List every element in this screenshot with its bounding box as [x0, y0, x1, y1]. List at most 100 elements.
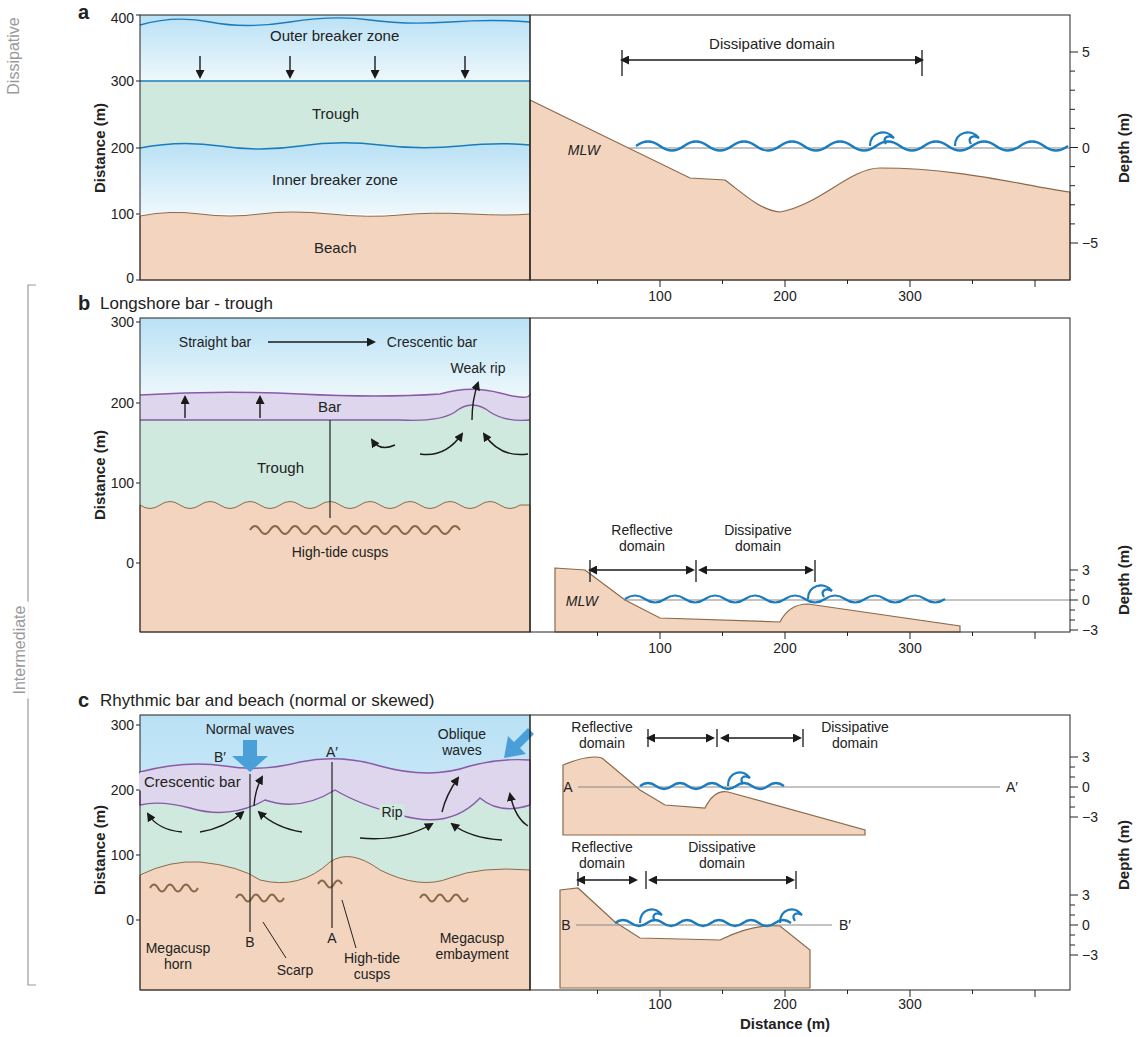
- label: Megacusp embayment: [422, 930, 522, 962]
- g-shape: [578, 871, 796, 889]
- label: Scarp: [277, 962, 314, 978]
- label: B: [561, 917, 570, 933]
- trough-band: Trough: [307, 104, 364, 123]
- axis-number: 300: [898, 640, 921, 656]
- axis-tick: [1070, 925, 1078, 926]
- path-shape: [640, 783, 784, 789]
- axis-number: 3: [1082, 749, 1090, 765]
- g-shape: [136, 15, 1078, 997]
- g-shape: [150, 881, 468, 902]
- axis-number: 0: [1082, 140, 1090, 156]
- axis-number: −3: [1082, 947, 1098, 963]
- g-shape: [590, 560, 815, 582]
- axis-number: 400: [111, 10, 134, 26]
- rect-shape: [140, 318, 530, 398]
- axis-tick: [910, 990, 911, 997]
- axis-tick: [1070, 185, 1075, 186]
- axis-tick: [1070, 807, 1075, 808]
- axis-number: 0: [126, 270, 134, 286]
- rect-shape: [140, 15, 530, 280]
- path-shape: [254, 777, 262, 806]
- axis-number: 100: [648, 640, 671, 656]
- label: B: [245, 934, 254, 950]
- g-shape: [185, 342, 528, 455]
- path-shape: [372, 440, 395, 448]
- path-shape: [808, 585, 832, 599]
- line-shape: [722, 737, 800, 738]
- g-shape: [140, 15, 1070, 280]
- zone-name: Outer breaker zone: [270, 27, 399, 44]
- axis-tick: [1070, 620, 1075, 621]
- axis-tick: [847, 280, 848, 284]
- axis-tick: [1070, 797, 1075, 798]
- axis-tick: [597, 632, 598, 636]
- line-shape: [578, 879, 636, 880]
- line-shape: [802, 729, 803, 747]
- rect-shape: [530, 318, 1070, 632]
- line-shape: [814, 560, 815, 582]
- label: Distance (m): [740, 1015, 830, 1032]
- rect-shape: [530, 715, 1070, 990]
- panel-letter: a: [78, 1, 89, 24]
- axis-tick: [1070, 610, 1075, 611]
- line-shape: [464, 56, 465, 77]
- axis-tick: [136, 920, 140, 921]
- line-shape: [342, 900, 356, 948]
- axis-tick: [1070, 128, 1075, 129]
- axis-number: 200: [773, 288, 796, 304]
- path-shape: [148, 814, 182, 832]
- axis-number: 300: [898, 288, 921, 304]
- axis-number: 100: [111, 847, 134, 863]
- line-shape: [645, 871, 646, 889]
- path-shape: [236, 895, 284, 902]
- axis-title: Distance (m): [91, 103, 108, 193]
- axis-tick: [847, 990, 848, 994]
- panel-letter: b: [78, 292, 90, 315]
- line-shape: [268, 341, 374, 342]
- axis-tick: [785, 632, 786, 639]
- rect-shape: [530, 15, 1070, 280]
- axis-tick: [1070, 109, 1075, 110]
- label: Dissipative domain: [677, 839, 767, 871]
- zone-name: Trough: [312, 105, 359, 122]
- path-shape: [640, 909, 662, 923]
- line-shape: [184, 397, 185, 418]
- rect-shape: [140, 81, 530, 148]
- axis-number: −5: [1082, 235, 1098, 251]
- axis-tick: [785, 280, 786, 287]
- axis-tick: [1070, 777, 1075, 778]
- axis-tick: [136, 563, 140, 564]
- axis-tick: [136, 403, 140, 404]
- label: A′: [326, 744, 338, 760]
- axis-tick: [660, 280, 661, 287]
- path-shape: [150, 885, 198, 892]
- axis-number: 0: [1082, 779, 1090, 795]
- axis-number: 200: [111, 140, 134, 156]
- axis-title: Distance (m): [91, 430, 108, 520]
- axis-tick: [1070, 905, 1075, 906]
- rect-shape: [140, 15, 530, 81]
- g-shape: [140, 318, 1070, 632]
- axis-tick: [136, 483, 140, 484]
- axis-tick: [660, 990, 661, 997]
- path-shape: [259, 812, 302, 832]
- axis-number: 300: [898, 996, 921, 1012]
- axis-number: 200: [773, 640, 796, 656]
- path-shape: [510, 794, 528, 826]
- line-shape: [628, 148, 1070, 149]
- label: Reflective domain: [562, 719, 642, 751]
- label: Weak rip: [451, 360, 506, 376]
- axis-tick: [1070, 90, 1075, 91]
- axis-tick: [1070, 580, 1075, 581]
- axis-tick: [136, 280, 140, 281]
- bar-band: Bar: [313, 397, 346, 416]
- line-shape: [578, 787, 1000, 788]
- bar-band: Crescentic bar: [139, 772, 246, 791]
- line-shape: [577, 872, 578, 886]
- axis-number: 300: [111, 73, 134, 89]
- path-shape: [442, 778, 458, 812]
- path-shape: [472, 383, 478, 420]
- axis-tick: [136, 148, 140, 149]
- g-shape: [140, 715, 1070, 990]
- axis-number: 5: [1082, 44, 1090, 60]
